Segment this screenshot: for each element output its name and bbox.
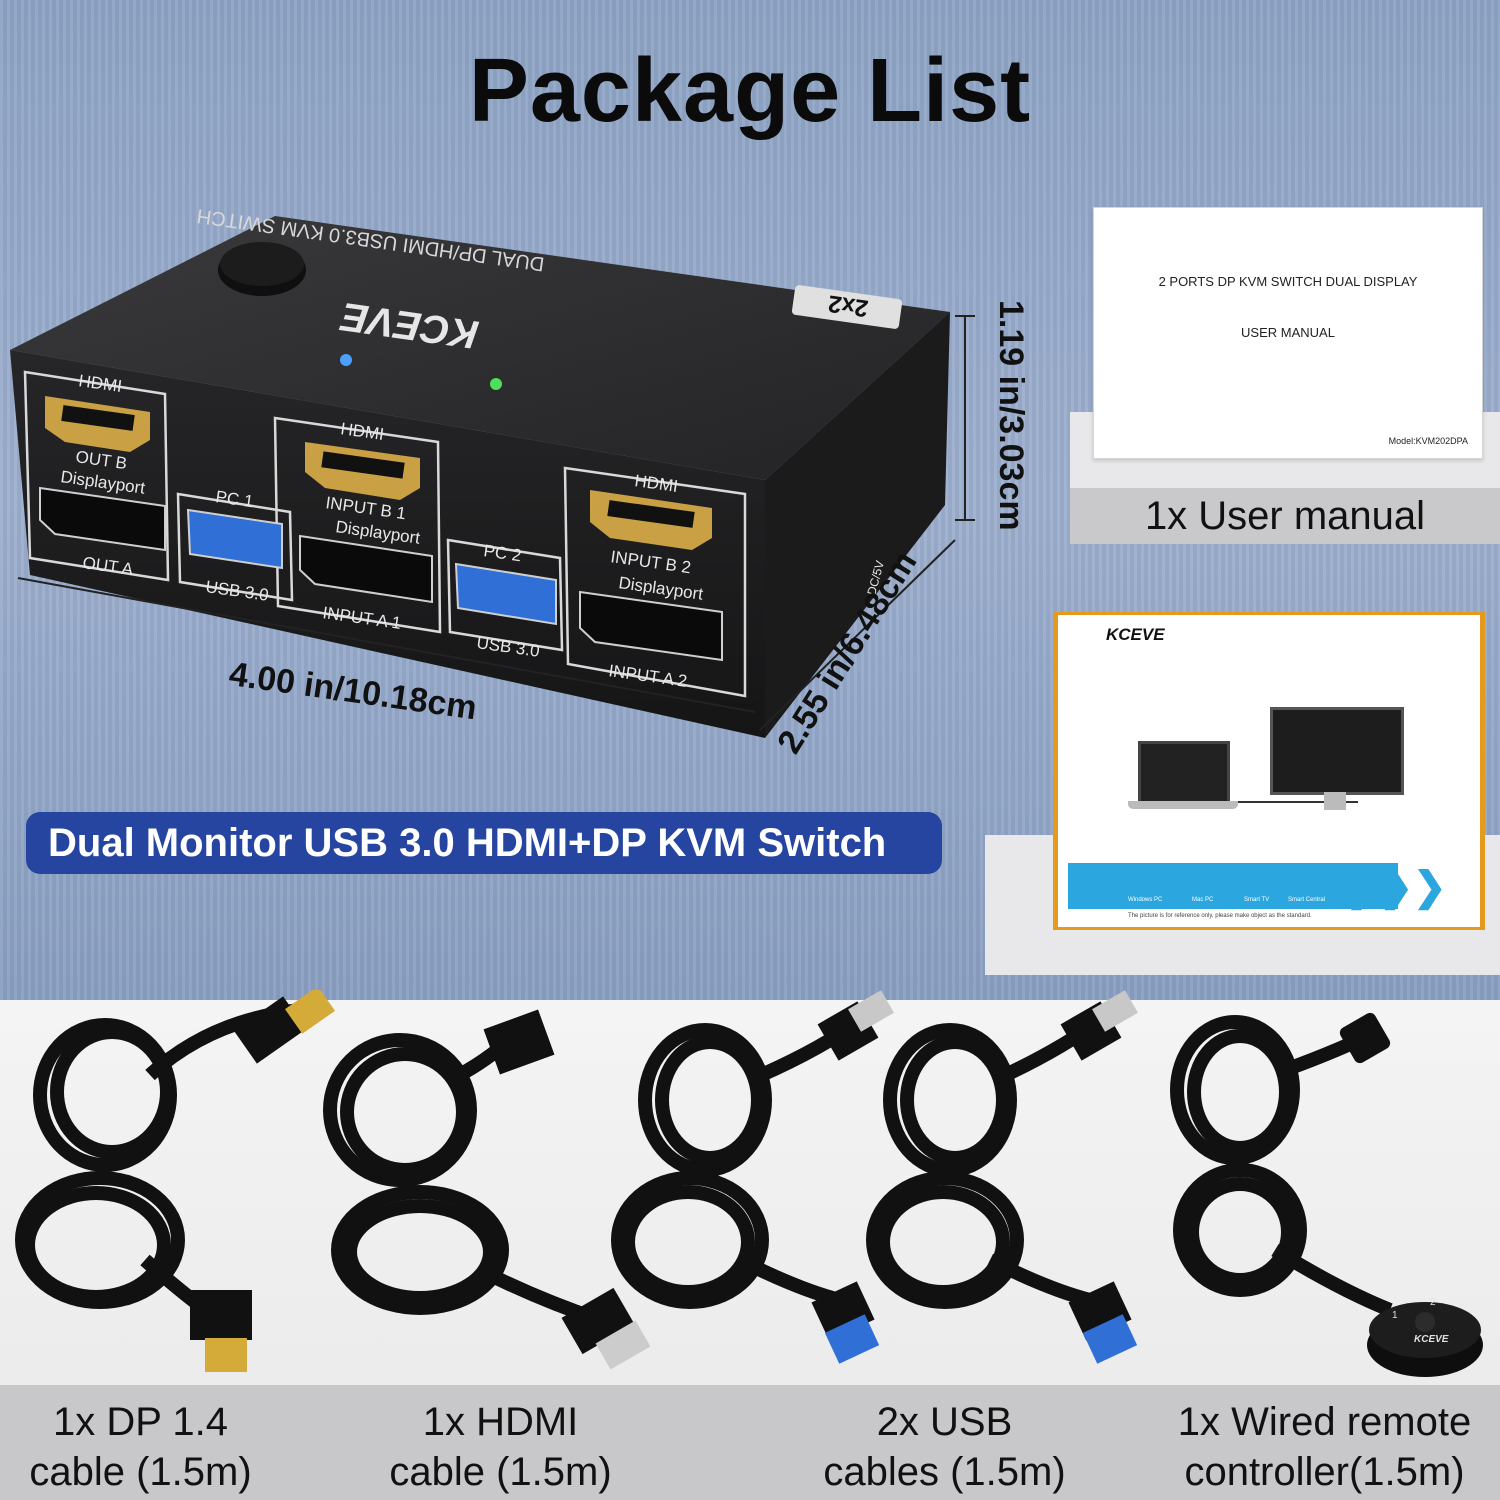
device-front xyxy=(10,350,765,738)
item-dp-line2: cable (1.5m) xyxy=(29,1450,252,1494)
device-side xyxy=(765,312,950,738)
box-icon-label-2: Mac PC xyxy=(1192,897,1214,903)
item-dp-line1: 1x DP 1.4 xyxy=(53,1400,228,1444)
package-box: KCEVE Windows PC Mac PC Smart TV Smart C… xyxy=(1053,612,1485,930)
user-manual: 2 PORTS DP KVM SWITCH DUAL DISPLAY USER … xyxy=(1093,207,1483,459)
item-caption-hdmi: 1x HDMI cable (1.5m) xyxy=(378,1397,623,1497)
laptop-base xyxy=(1128,801,1238,809)
page-title: Package List xyxy=(468,41,1032,141)
hdmi-connector-top xyxy=(483,1009,555,1075)
remote-brand: KCEVE xyxy=(1414,1334,1449,1345)
pc2-group-outline xyxy=(446,538,564,652)
remote-label-1: 1 xyxy=(1392,1310,1398,1321)
in2-group-outline xyxy=(563,466,747,698)
box-strip xyxy=(1068,863,1398,909)
item-remote-line2: controller(1.5m) xyxy=(1184,1450,1465,1494)
depth-dim-line xyxy=(759,539,956,731)
width-dim-line xyxy=(17,577,756,713)
kvm-switch-image: DUAL DP/HDMI USB3.0 KVM SWITCH 2x2 KCEVE… xyxy=(10,204,975,738)
remote-label-2: 2 xyxy=(1430,1297,1436,1308)
laptop-icon xyxy=(1138,741,1230,805)
manual-title: 2 PORTS DP KVM SWITCH DUAL DISPLAY xyxy=(1158,274,1418,289)
item-usb-line2: cables (1.5m) xyxy=(823,1450,1066,1494)
caption-bar xyxy=(0,1385,1500,1500)
out-group-outline xyxy=(23,370,170,582)
manual-subtitle: USER MANUAL xyxy=(1241,325,1335,340)
item-caption-usb: 2x USB cables (1.5m) xyxy=(812,1397,1077,1497)
badge-2x2 xyxy=(791,285,903,329)
usbc-connector-top xyxy=(1339,1012,1391,1064)
pc1-group-outline xyxy=(176,492,294,602)
dp-connector-bottom xyxy=(190,1290,252,1340)
manual-caption: 1x User manual xyxy=(1070,488,1500,544)
monitor-stand xyxy=(1324,792,1346,810)
chevron-icon: ❯❯❯ xyxy=(1346,865,1447,909)
height-dimension: 1.19 in/3.03cm xyxy=(992,300,1030,531)
box-note: The picture is for reference only, pleas… xyxy=(1128,913,1312,919)
usb-port-2 xyxy=(454,562,557,626)
dp-out-port xyxy=(39,486,166,552)
box-icon-label-1: Windows PC xyxy=(1128,897,1163,903)
dp-in2-port xyxy=(579,590,723,662)
item-hdmi-line2: cable (1.5m) xyxy=(389,1450,612,1494)
box-brand: KCEVE xyxy=(1106,625,1165,644)
hdmi-connector-bottom xyxy=(561,1287,635,1355)
box-icon-label-4: Smart Central xyxy=(1288,897,1326,903)
badge-text: 2x2 xyxy=(826,289,869,321)
item-remote-line1: 1x Wired remote xyxy=(1177,1400,1472,1444)
led-2 xyxy=(490,378,502,390)
item-caption-remote: 1x Wired remote controller(1.5m) xyxy=(1162,1397,1487,1497)
box-icon-label-3: Smart TV xyxy=(1244,897,1270,903)
connection-line xyxy=(1238,801,1358,803)
cables-image: 1 2 KCEVE xyxy=(15,990,1483,1377)
product-banner: Dual Monitor USB 3.0 HDMI+DP KVM Switch xyxy=(26,812,942,874)
dp-in1-port xyxy=(299,534,433,604)
led-1 xyxy=(340,354,352,366)
item-caption-dp: 1x DP 1.4 cable (1.5m) xyxy=(18,1397,263,1497)
item-hdmi-line1: 1x HDMI xyxy=(422,1400,579,1444)
usb-port-1 xyxy=(186,508,283,570)
manual-model: Model:KVM202DPA xyxy=(1388,436,1468,446)
item-usb-line1: 2x USB xyxy=(876,1400,1013,1444)
monitor-icon xyxy=(1270,707,1404,795)
